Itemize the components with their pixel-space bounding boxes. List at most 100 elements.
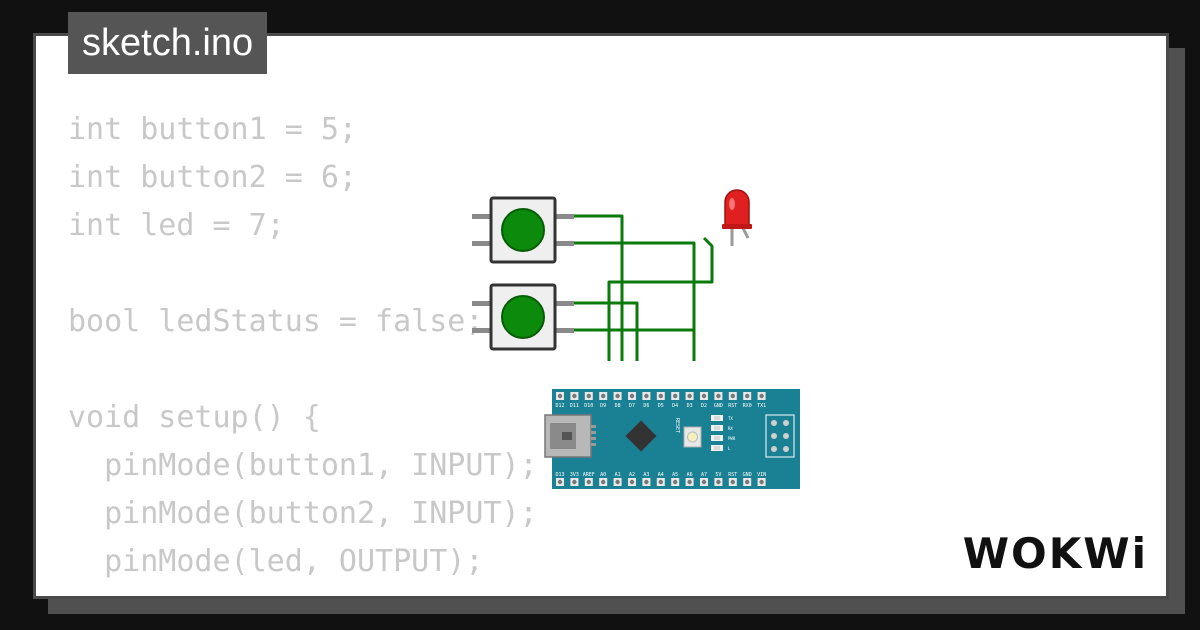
button-cap[interactable] xyxy=(501,295,545,339)
pin-hole xyxy=(629,393,635,399)
pin-label: A4 xyxy=(658,472,664,478)
code-preview: int button1 = 5; int button2 = 6; int led … xyxy=(68,106,538,596)
led-label-tx: TX xyxy=(728,416,733,421)
pin-label: A1 xyxy=(615,472,621,478)
pin-hole xyxy=(586,393,591,399)
code-line: int button2 = 6; xyxy=(68,160,357,195)
pin-label: D8 xyxy=(615,403,621,409)
top-pin-header xyxy=(556,392,766,400)
bottom-pin-header xyxy=(556,478,766,486)
pin-label: A5 xyxy=(672,472,678,478)
pin-label: VIN xyxy=(757,472,766,478)
pin-hole xyxy=(572,393,577,399)
pin-label: D3 xyxy=(687,403,693,409)
pin-hole xyxy=(601,393,606,399)
button-leg xyxy=(472,214,492,219)
pin-hole xyxy=(615,479,620,485)
pin-label: D2 xyxy=(701,403,707,409)
pin-hole xyxy=(557,479,563,485)
pushbutton-1[interactable] xyxy=(472,196,574,264)
pin-label: GND xyxy=(743,472,752,478)
wire-led-pin7 xyxy=(607,236,714,361)
pin-label: A7 xyxy=(701,472,707,478)
status-leds xyxy=(711,415,723,451)
pin-hole xyxy=(759,479,764,485)
code-line: int button1 = 5; xyxy=(68,112,357,147)
pin-label: D12 xyxy=(555,403,564,409)
led-highlight xyxy=(729,198,735,210)
pin-hole xyxy=(759,393,764,399)
led-label-pwr: PWR xyxy=(728,436,736,441)
pin-label: TX1 xyxy=(757,403,766,409)
preview-card: int button1 = 5; int button2 = 6; int led … xyxy=(33,33,1169,599)
pin-hole xyxy=(745,393,750,399)
pin-label: D13 xyxy=(555,472,564,478)
code-line: void setup() { xyxy=(68,400,321,435)
pin-hole xyxy=(644,479,649,485)
icsp-header xyxy=(765,414,795,458)
pin-label: RST xyxy=(728,472,737,478)
led-body xyxy=(724,189,750,229)
wokwi-logo: WOKWi xyxy=(962,529,1148,578)
file-tab[interactable]: sketch.ino xyxy=(68,12,268,74)
pin-label: D9 xyxy=(600,403,606,409)
button-leg xyxy=(554,214,574,219)
button-leg xyxy=(554,241,574,246)
pin-label: AREF xyxy=(583,472,595,478)
pin-label: A6 xyxy=(687,472,693,478)
pin-hole xyxy=(730,393,735,399)
code-line: pinMode(button2, INPUT); xyxy=(68,496,538,531)
pin-label: 3V3 xyxy=(570,472,579,478)
button-leg xyxy=(472,301,492,306)
reset-button[interactable] xyxy=(683,426,702,448)
pushbutton-2[interactable] xyxy=(472,283,574,351)
reset-label: RESET xyxy=(674,418,680,433)
pin-label: RST xyxy=(728,403,737,409)
pin-hole xyxy=(730,479,735,485)
pin-label: A3 xyxy=(643,472,649,478)
pin-hole xyxy=(701,479,707,485)
status-led-labels: TX RX PWR L xyxy=(728,416,736,451)
pin-label: A2 xyxy=(629,472,635,478)
usb-connector xyxy=(544,414,596,458)
led-label-l: L xyxy=(728,446,731,451)
pin-hole xyxy=(716,479,721,485)
pin-hole xyxy=(615,393,620,399)
pin-label: D4 xyxy=(672,403,678,409)
button-leg xyxy=(472,328,492,333)
pin-hole xyxy=(673,479,678,485)
pin-label: D5 xyxy=(658,403,664,409)
code-line: Serial.begin(9600); xyxy=(68,586,538,596)
pin-label: RX0 xyxy=(743,403,752,409)
code-line: int led = 7; xyxy=(68,208,285,243)
pin-hole xyxy=(658,393,663,399)
pin-label: D7 xyxy=(629,403,635,409)
pin-hole xyxy=(557,393,563,399)
pin-hole xyxy=(586,479,591,485)
pin-label: GND xyxy=(714,403,723,409)
pin-hole xyxy=(572,479,577,485)
button-cap[interactable] xyxy=(501,208,545,252)
led-rim xyxy=(722,224,752,229)
pin-hole xyxy=(716,393,721,399)
red-led[interactable] xyxy=(722,189,752,246)
button-leg xyxy=(554,301,574,306)
led-label-rx: RX xyxy=(728,426,733,431)
code-line: bool ledStatus = false; xyxy=(68,304,484,339)
pin-hole xyxy=(745,479,750,485)
pin-label: D11 xyxy=(570,403,579,409)
pin-hole xyxy=(629,479,635,485)
wire-button1-gnd xyxy=(526,241,696,361)
pin-hole xyxy=(601,479,606,485)
button-leg xyxy=(554,328,574,333)
pin-hole xyxy=(687,393,692,399)
code-line: pinMode(led, OUTPUT); xyxy=(68,544,484,579)
pin-hole xyxy=(658,479,663,485)
pin-label: A0 xyxy=(600,472,606,478)
pin-label: D6 xyxy=(643,403,649,409)
pin-hole xyxy=(687,479,692,485)
pin-hole xyxy=(701,393,707,399)
